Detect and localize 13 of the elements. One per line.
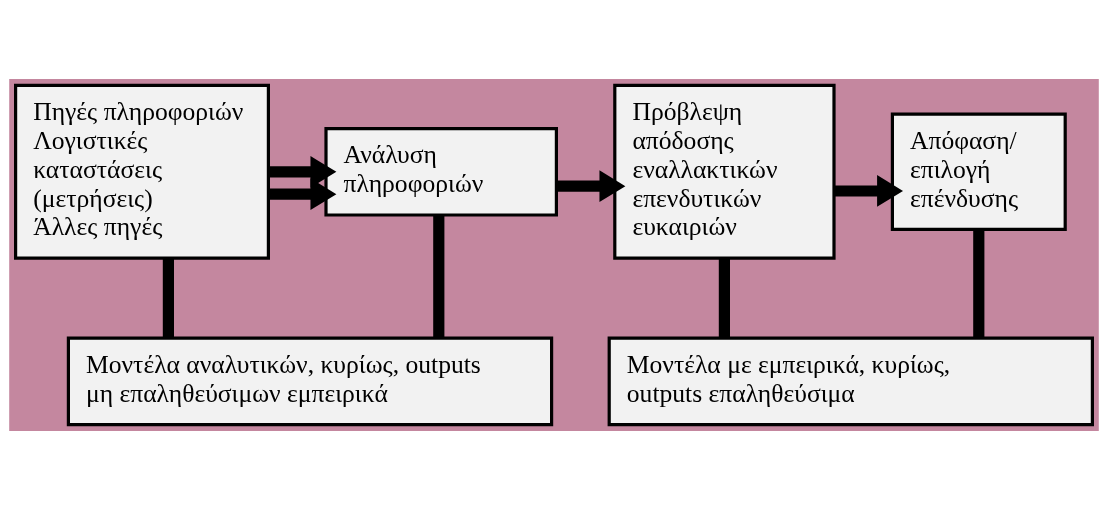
connector [433, 214, 445, 338]
arrow [268, 177, 337, 210]
node-box: Απόφαση/ επιλογή επένδυσης [890, 112, 1067, 231]
node-box: Μοντέλα με εμπειρικά, κυρίως, outputs επαληθεύσιμα [607, 336, 1094, 426]
node-box: Ανάλυση πληροφοριών [324, 126, 558, 217]
connector [973, 229, 985, 338]
connector [718, 257, 730, 338]
node-box: Πρόβλεψη απόδοσης εναλλακτικών επενδυτικών ευκαιριών [613, 83, 836, 260]
connector [162, 257, 174, 338]
node-box: Μοντέλα αναλυτικών, κυρίως, outputs μη επαληθεύσιμων εμπειρικά [66, 336, 554, 426]
arrow [556, 169, 626, 202]
arrow [834, 174, 903, 207]
node-box: Πηγές πληροφοριών Λογιστικές καταστάσεις (μετρήσεις) Άλλες πηγές [14, 83, 270, 260]
